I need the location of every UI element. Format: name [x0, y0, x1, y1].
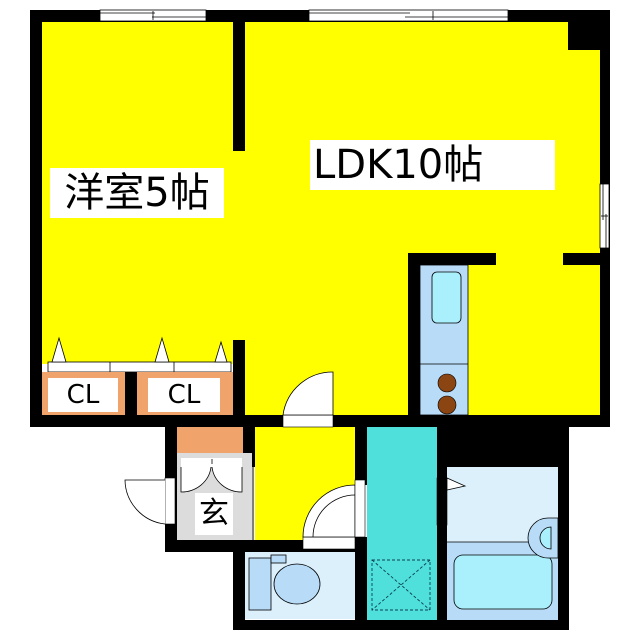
kitchen-sink-icon	[431, 271, 462, 324]
kitchen-wall-left	[408, 253, 420, 415]
kitchen-wall-top	[408, 253, 496, 265]
wall-washroom-left	[355, 537, 367, 630]
stove-burner-icon	[437, 395, 457, 415]
kitchen-wall-right-stub	[563, 253, 600, 265]
washer-space-icon	[371, 559, 431, 611]
door-toilet[interactable]	[302, 484, 356, 550]
door-washroom[interactable]	[354, 479, 366, 538]
window-ldk-side	[599, 183, 610, 249]
bath-wall-right	[558, 427, 569, 630]
washroom	[367, 427, 437, 620]
wall-bottom	[233, 620, 569, 630]
stove-burner-icon	[437, 373, 457, 393]
hall-wall-right	[355, 427, 367, 485]
shoe-storage	[177, 427, 243, 453]
closet-divider	[125, 372, 137, 415]
bath-faucet-icon	[539, 526, 552, 550]
closet-2-label: CL	[148, 378, 220, 412]
corner-pillar	[568, 22, 600, 50]
wall-washroom-bath-divider	[437, 427, 447, 630]
toilet-wall-left	[233, 540, 245, 630]
western-room-label: 洋室5帖	[50, 168, 224, 218]
toilet-tank-icon	[248, 557, 272, 611]
front-door[interactable]	[124, 477, 176, 525]
washer-space-icon	[371, 559, 431, 611]
wall-closet-bottom	[30, 415, 280, 427]
toilet-lid-icon	[270, 554, 287, 564]
entrance-label: 玄	[195, 493, 233, 535]
ldk-room-label: LDK10帖	[310, 140, 555, 190]
window-western	[99, 9, 207, 22]
wall-ldk-bottom-right	[333, 415, 610, 427]
toilet-bowl-icon	[273, 563, 321, 605]
partition-wall	[233, 22, 245, 151]
door-ldk-hallway[interactable]	[282, 371, 334, 428]
wall-ldk-bottom	[280, 415, 283, 427]
washer-space-icon	[371, 559, 431, 611]
bath-wall-block	[437, 427, 569, 467]
partition-wall-lower	[233, 340, 245, 427]
closet-1-label: CL	[48, 378, 118, 412]
shoe-storage-doors	[180, 458, 243, 493]
wall-left	[30, 10, 42, 427]
bathtub-icon	[453, 554, 553, 610]
window-ldk	[308, 9, 509, 22]
